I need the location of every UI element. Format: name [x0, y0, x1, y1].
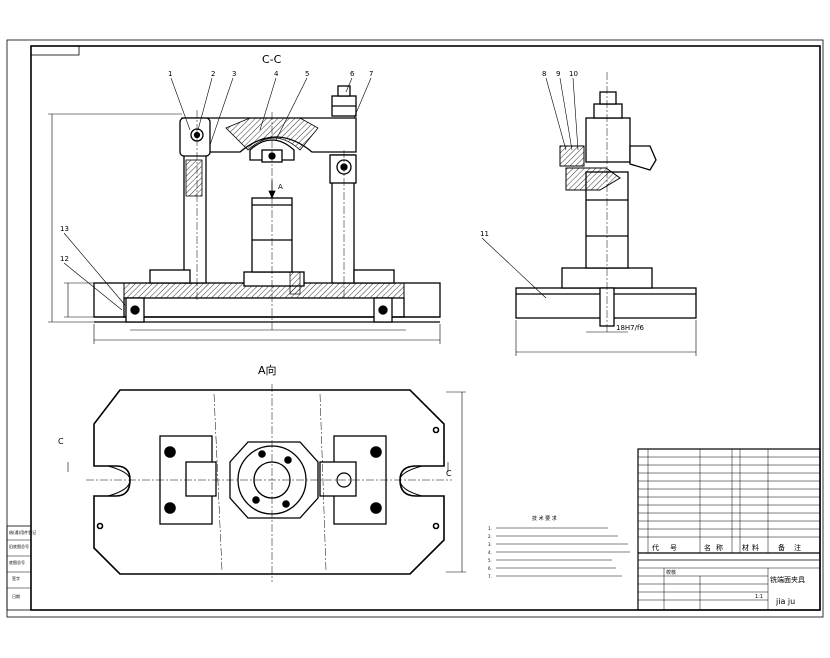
header-col-0: 代 [652, 543, 659, 552]
section-mark-c-left: C [58, 437, 64, 446]
title-block [637, 448, 821, 611]
tech-item-7: 7. [488, 574, 492, 579]
side-view [515, 91, 697, 327]
plan-view [93, 389, 445, 575]
view-arrow-a-label: A [278, 183, 283, 191]
tech-item-1: 1. [488, 526, 492, 531]
front-dimensions [48, 113, 441, 344]
part-no-4: 4 [274, 70, 279, 78]
strip-label-2: 底图总号 [9, 559, 25, 565]
tech-item-5: 5. [488, 558, 492, 563]
part-no-5: 5 [305, 70, 309, 78]
part-no-9: 9 [556, 70, 560, 78]
drawing-number: jia ju [775, 597, 795, 606]
part-no-12: 12 [60, 255, 69, 263]
view-a-arrow [268, 180, 276, 200]
strip-label-4: 日期 [12, 593, 20, 599]
strip-label-3: 签字 [12, 575, 20, 581]
sign-label: 校核 [666, 569, 676, 576]
header-col-4: 材 [742, 543, 749, 552]
part-no-7: 7 [369, 70, 373, 78]
tech-requirements: 技 术 要 求 1. 2. 3. 4. 5. 6. 7. [488, 515, 630, 579]
header-col-6: 备 [778, 543, 785, 552]
title-block-header: 代 号 名 称 材 料 备 注 [652, 543, 801, 552]
front-leaders [63, 77, 372, 311]
front-centerlines [196, 110, 345, 330]
inner-frame [30, 45, 821, 611]
front-view [93, 85, 441, 323]
scale-row: 1:1 [755, 594, 763, 600]
left-strip: 借(通)用件登记 旧底图总号 底图总号 签字 日期 [6, 525, 36, 611]
part-no-13: 13 [60, 225, 69, 233]
front-part-numbers: 1 2 3 4 5 6 7 13 12 [60, 70, 373, 263]
section-mark-c-right: C [446, 469, 452, 478]
tech-item-3: 3. [488, 542, 492, 547]
section-cc-label: C-C [262, 53, 282, 66]
side-leaders [481, 77, 579, 299]
header-col-3: 称 [716, 543, 723, 552]
header-col-2: 名 [704, 543, 711, 552]
drawing-title: 铣端面夹具 [770, 575, 805, 584]
outer-border [6, 39, 824, 618]
side-part-numbers: 8 9 10 11 [480, 70, 578, 238]
tech-item-4: 4. [488, 550, 492, 555]
part-no-2: 2 [211, 70, 215, 78]
tech-item-2: 2. [488, 534, 492, 539]
header-col-7: 注 [794, 543, 801, 552]
strip-label-1: 旧底图总号 [9, 543, 29, 549]
tech-item-6: 6. [488, 566, 492, 571]
plan-centerlines [86, 384, 452, 582]
fit-dimension-label: 18H7/f6 [616, 324, 644, 332]
part-no-11: 11 [480, 230, 489, 238]
part-no-6: 6 [350, 70, 355, 78]
tech-title: 技 术 要 求 [532, 515, 557, 522]
view-a-label: A向 [258, 363, 277, 377]
part-no-1: 1 [168, 70, 172, 78]
header-col-1: 号 [670, 544, 677, 552]
strip-label-0: 借(通)用件登记 [9, 529, 36, 535]
header-col-5: 料 [752, 543, 759, 552]
side-dimensions [515, 320, 697, 356]
part-no-8: 8 [542, 70, 546, 78]
plan-dimensions [67, 391, 466, 573]
part-no-3: 3 [232, 70, 236, 78]
corner-tag-box [30, 45, 80, 56]
part-no-10: 10 [569, 70, 578, 78]
